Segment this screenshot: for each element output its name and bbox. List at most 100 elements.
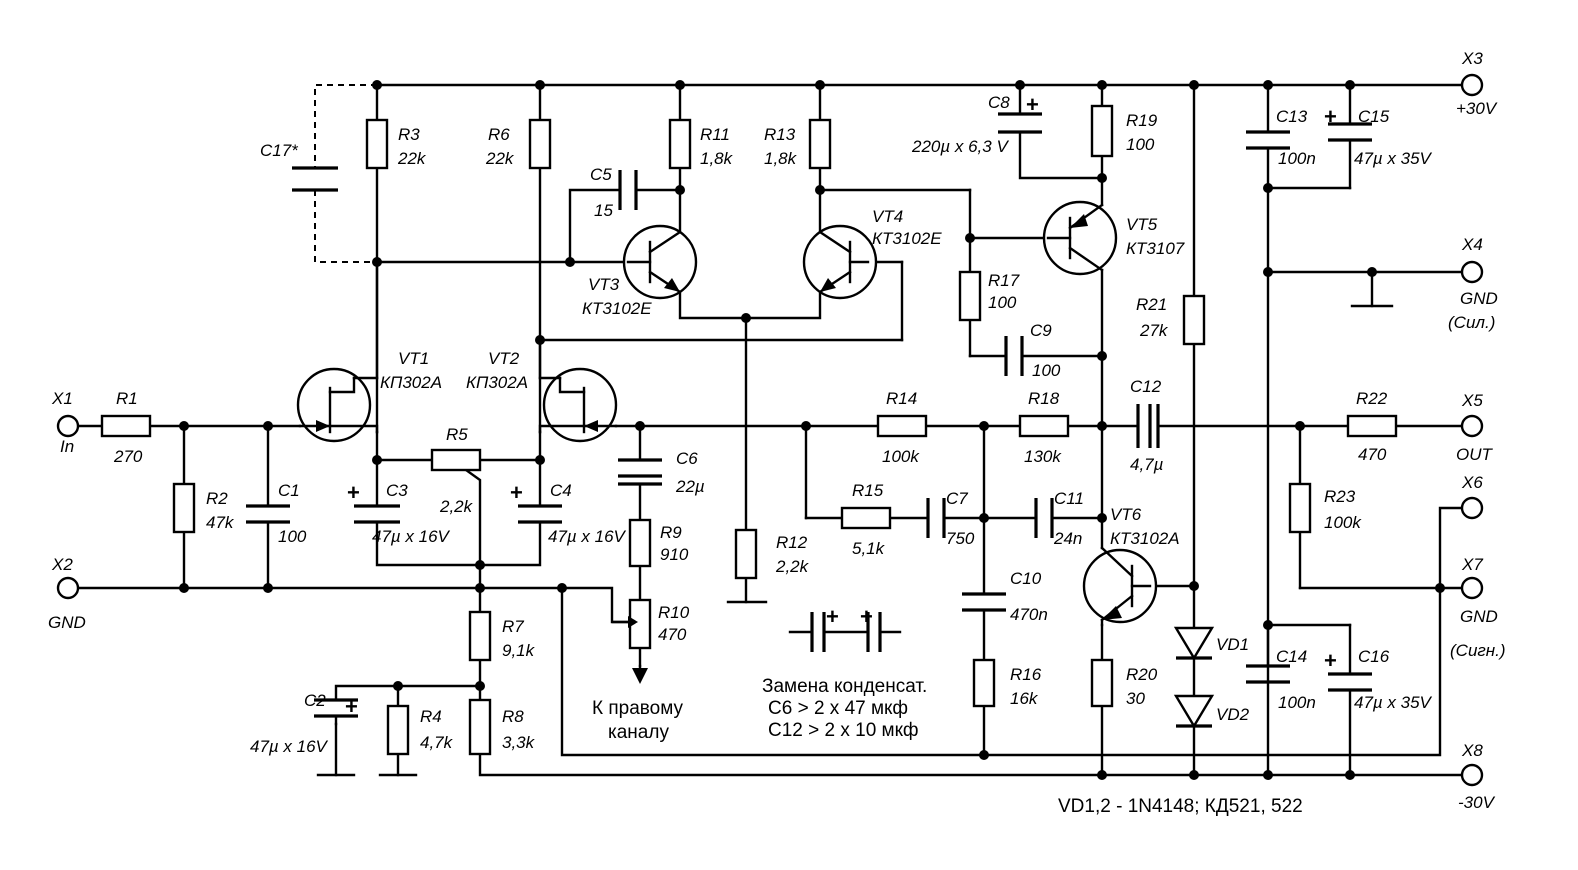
c6-value: 22µ xyxy=(675,477,705,496)
x7-ref: X7 xyxy=(1461,555,1483,574)
vt2-ref: VT2 xyxy=(488,349,520,368)
vt6-value: КТ3102А xyxy=(1110,529,1180,548)
x3-ref: X3 xyxy=(1461,49,1483,68)
junctions xyxy=(179,80,1445,780)
c14-value: 100n xyxy=(1278,693,1316,712)
r7-body xyxy=(468,610,492,662)
c12-ref: C12 xyxy=(1130,377,1162,396)
r16-ref: R16 xyxy=(1010,665,1042,684)
diodes-note: VD1,2 - 1N4148; КД521, 522 xyxy=(1058,796,1303,817)
r12-ref: R12 xyxy=(776,533,808,552)
c8-value: 220µ x 6,3 V xyxy=(911,137,1009,156)
c15-ref: C15 xyxy=(1358,107,1390,126)
r3-ref: R3 xyxy=(398,125,420,144)
notes: К правому каналу Замена конденсат. С6 > … xyxy=(592,676,1303,817)
right-channel-line1: К правому xyxy=(592,698,683,719)
vt4-symbol xyxy=(802,224,878,300)
vt4-value: КТ3102Е xyxy=(872,229,942,248)
r19-value: 100 xyxy=(1126,135,1155,154)
x1-terminal xyxy=(56,414,80,438)
r4-ref: R4 xyxy=(420,707,442,726)
vd2-ref: VD2 xyxy=(1216,705,1250,724)
x4-terminal xyxy=(1460,260,1484,284)
r5-ref: R5 xyxy=(446,425,468,444)
x8-ref: X8 xyxy=(1461,741,1483,760)
r22-ref: R22 xyxy=(1356,389,1388,408)
r15-ref: R15 xyxy=(852,481,884,500)
r5-body xyxy=(430,448,482,472)
c16-value: 47µ x 35V xyxy=(1354,693,1433,712)
x8-value: -30V xyxy=(1458,793,1496,812)
vt1-value: КП302А xyxy=(380,373,442,392)
c12-value: 4,7µ xyxy=(1130,455,1164,474)
c14-ref: C14 xyxy=(1276,647,1307,666)
r7-ref: R7 xyxy=(502,617,524,636)
replace-title: Замена конденсат. xyxy=(762,676,927,697)
x5-terminal xyxy=(1460,414,1484,438)
r11-value: 1,8k xyxy=(700,149,734,168)
r17-body xyxy=(958,270,982,322)
c11-value: 24n xyxy=(1053,529,1082,548)
svg-text:+: + xyxy=(1324,648,1337,673)
vt3-symbol xyxy=(622,224,698,300)
vt5-value: КТ3107 xyxy=(1126,239,1185,258)
c7-value: 750 xyxy=(946,529,975,548)
vd2-symbol xyxy=(1173,694,1215,729)
svg-text:+: + xyxy=(1026,92,1039,117)
c13-ref: C13 xyxy=(1276,107,1308,126)
x3-value: +30V xyxy=(1456,99,1498,118)
r6-ref: R6 xyxy=(488,125,510,144)
replace-c12: С12 > 2 х 10 мкф xyxy=(768,720,919,741)
r1-body xyxy=(100,414,152,438)
svg-text:+: + xyxy=(826,604,839,629)
x6-terminal xyxy=(1460,496,1484,520)
c7-ref: C7 xyxy=(946,489,968,508)
x4-ref: X4 xyxy=(1461,235,1483,254)
r18-ref: R18 xyxy=(1028,389,1060,408)
r14-ref: R14 xyxy=(886,389,917,408)
r4-value: 4,7k xyxy=(420,733,454,752)
r2-body xyxy=(172,482,196,534)
r8-value: 3,3k xyxy=(502,733,536,752)
r13-ref: R13 xyxy=(764,125,796,144)
r15-body xyxy=(840,506,892,530)
terminals xyxy=(56,73,1484,787)
r7-value: 9,1k xyxy=(502,641,536,660)
c16-ref: C16 xyxy=(1358,647,1390,666)
r20-body xyxy=(1090,658,1114,708)
r12-value: 2,2k xyxy=(775,557,810,576)
vt3-ref: VT3 xyxy=(588,275,620,294)
labels: X1 In X2 GND X3 +30V X4 GND (Сил.) X5 OU… xyxy=(48,49,1506,812)
x7-value: GND xyxy=(1460,607,1498,626)
r21-body xyxy=(1182,294,1206,346)
r13-value: 1,8k xyxy=(764,149,798,168)
vt5-symbol xyxy=(1042,200,1118,276)
r11-body xyxy=(668,118,692,170)
r16-body xyxy=(972,658,996,708)
svg-text:+: + xyxy=(345,694,358,719)
c1-ref: C1 xyxy=(278,481,300,500)
r23-value: 100k xyxy=(1324,513,1362,532)
r1-value: 270 xyxy=(113,447,143,466)
svg-text:+: + xyxy=(1324,104,1337,129)
arrow-down-icon xyxy=(632,668,648,684)
r21-value: 27k xyxy=(1139,321,1169,340)
r17-value: 100 xyxy=(988,293,1017,312)
x2-terminal xyxy=(56,576,80,600)
c2-ref: C2 xyxy=(304,691,326,710)
right-channel-line2: каналу xyxy=(608,722,669,743)
r17-ref: R17 xyxy=(988,271,1020,290)
diodes xyxy=(1173,626,1215,729)
wiring xyxy=(76,83,1464,777)
r23-ref: R23 xyxy=(1324,487,1356,506)
vd1-ref: VD1 xyxy=(1216,635,1249,654)
vt4-ref: VT4 xyxy=(872,207,903,226)
vt2-value: КП302А xyxy=(466,373,528,392)
r20-value: 30 xyxy=(1126,689,1145,708)
vt3-value: КТ3102Е xyxy=(582,299,652,318)
x4-extra: (Сил.) xyxy=(1448,313,1495,332)
x7-extra: (Сигн.) xyxy=(1450,641,1506,660)
r23-body xyxy=(1288,482,1312,534)
c4-ref: C4 xyxy=(550,481,572,500)
x6-ref: X6 xyxy=(1461,473,1483,492)
